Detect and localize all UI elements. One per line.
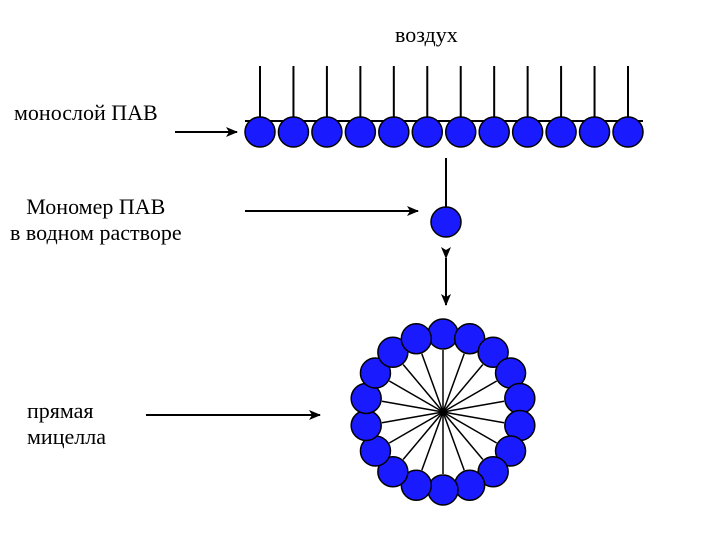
air-label: воздух <box>395 22 458 47</box>
micelle-label-line1: прямая <box>27 398 94 423</box>
micelle-group <box>350 318 536 506</box>
monolayer-heads <box>244 116 644 148</box>
monolayer-head <box>244 116 276 148</box>
monolayer-head <box>478 116 510 148</box>
micelle-head <box>359 357 392 389</box>
monolayer-head <box>277 116 310 148</box>
monolayer-head <box>411 116 444 148</box>
micelle-head <box>427 318 459 350</box>
micelle-tail <box>381 411 444 424</box>
micelle-tail <box>402 411 444 460</box>
micelle-tail <box>421 411 444 471</box>
micelle-tail <box>381 400 444 413</box>
micelle-head <box>350 409 382 442</box>
micelle-tail <box>402 364 444 413</box>
micelle-label-line2: мицелла <box>27 424 106 449</box>
monomer-label-line2: в водном растворе <box>10 220 182 245</box>
monolayer-group <box>244 66 644 148</box>
monolayer-head <box>578 116 611 148</box>
monomer-head <box>430 206 462 238</box>
monolayer-head <box>612 116 644 148</box>
monolayer-head <box>545 116 577 148</box>
micelle-tails <box>381 350 505 474</box>
monomer-label: Мономер ПАВ в водном растворе <box>10 194 182 246</box>
micelle-head <box>377 336 409 368</box>
micelle-tail <box>442 411 505 424</box>
micelle-tail <box>442 411 465 471</box>
monolayer-head <box>511 116 544 148</box>
monolayer-head <box>311 116 343 148</box>
monolayer-label: монослой ПАВ <box>14 100 158 125</box>
micelle-head <box>504 382 536 415</box>
micelle-head <box>453 469 486 502</box>
micelle-head <box>453 322 486 355</box>
micelle-tail <box>442 380 498 413</box>
monomer <box>430 158 462 238</box>
micelle-head <box>400 322 433 355</box>
micelle-tail <box>442 411 498 444</box>
micelle-tail <box>442 364 484 413</box>
micelle-tail <box>421 353 444 413</box>
micelle-tail <box>442 353 465 413</box>
monolayer-head <box>378 116 410 148</box>
micelle-tail <box>442 400 505 413</box>
monomer-label-line1: Мономер ПАВ <box>26 194 166 219</box>
monolayer-head <box>444 116 477 148</box>
micelle-label: прямая мицелла <box>27 398 106 450</box>
micelle-head <box>377 456 409 488</box>
micelle-head <box>494 435 527 467</box>
micelle-head <box>427 474 459 506</box>
monolayer-tails <box>259 66 629 120</box>
micelle-head <box>477 456 509 488</box>
micelle-head <box>400 469 433 502</box>
micelle-tail <box>388 411 444 444</box>
micelle-tail <box>442 411 484 460</box>
micelle-head <box>477 336 509 368</box>
micelle-tail <box>388 380 444 413</box>
micelle-heads <box>350 318 536 506</box>
monolayer-head <box>344 116 377 148</box>
